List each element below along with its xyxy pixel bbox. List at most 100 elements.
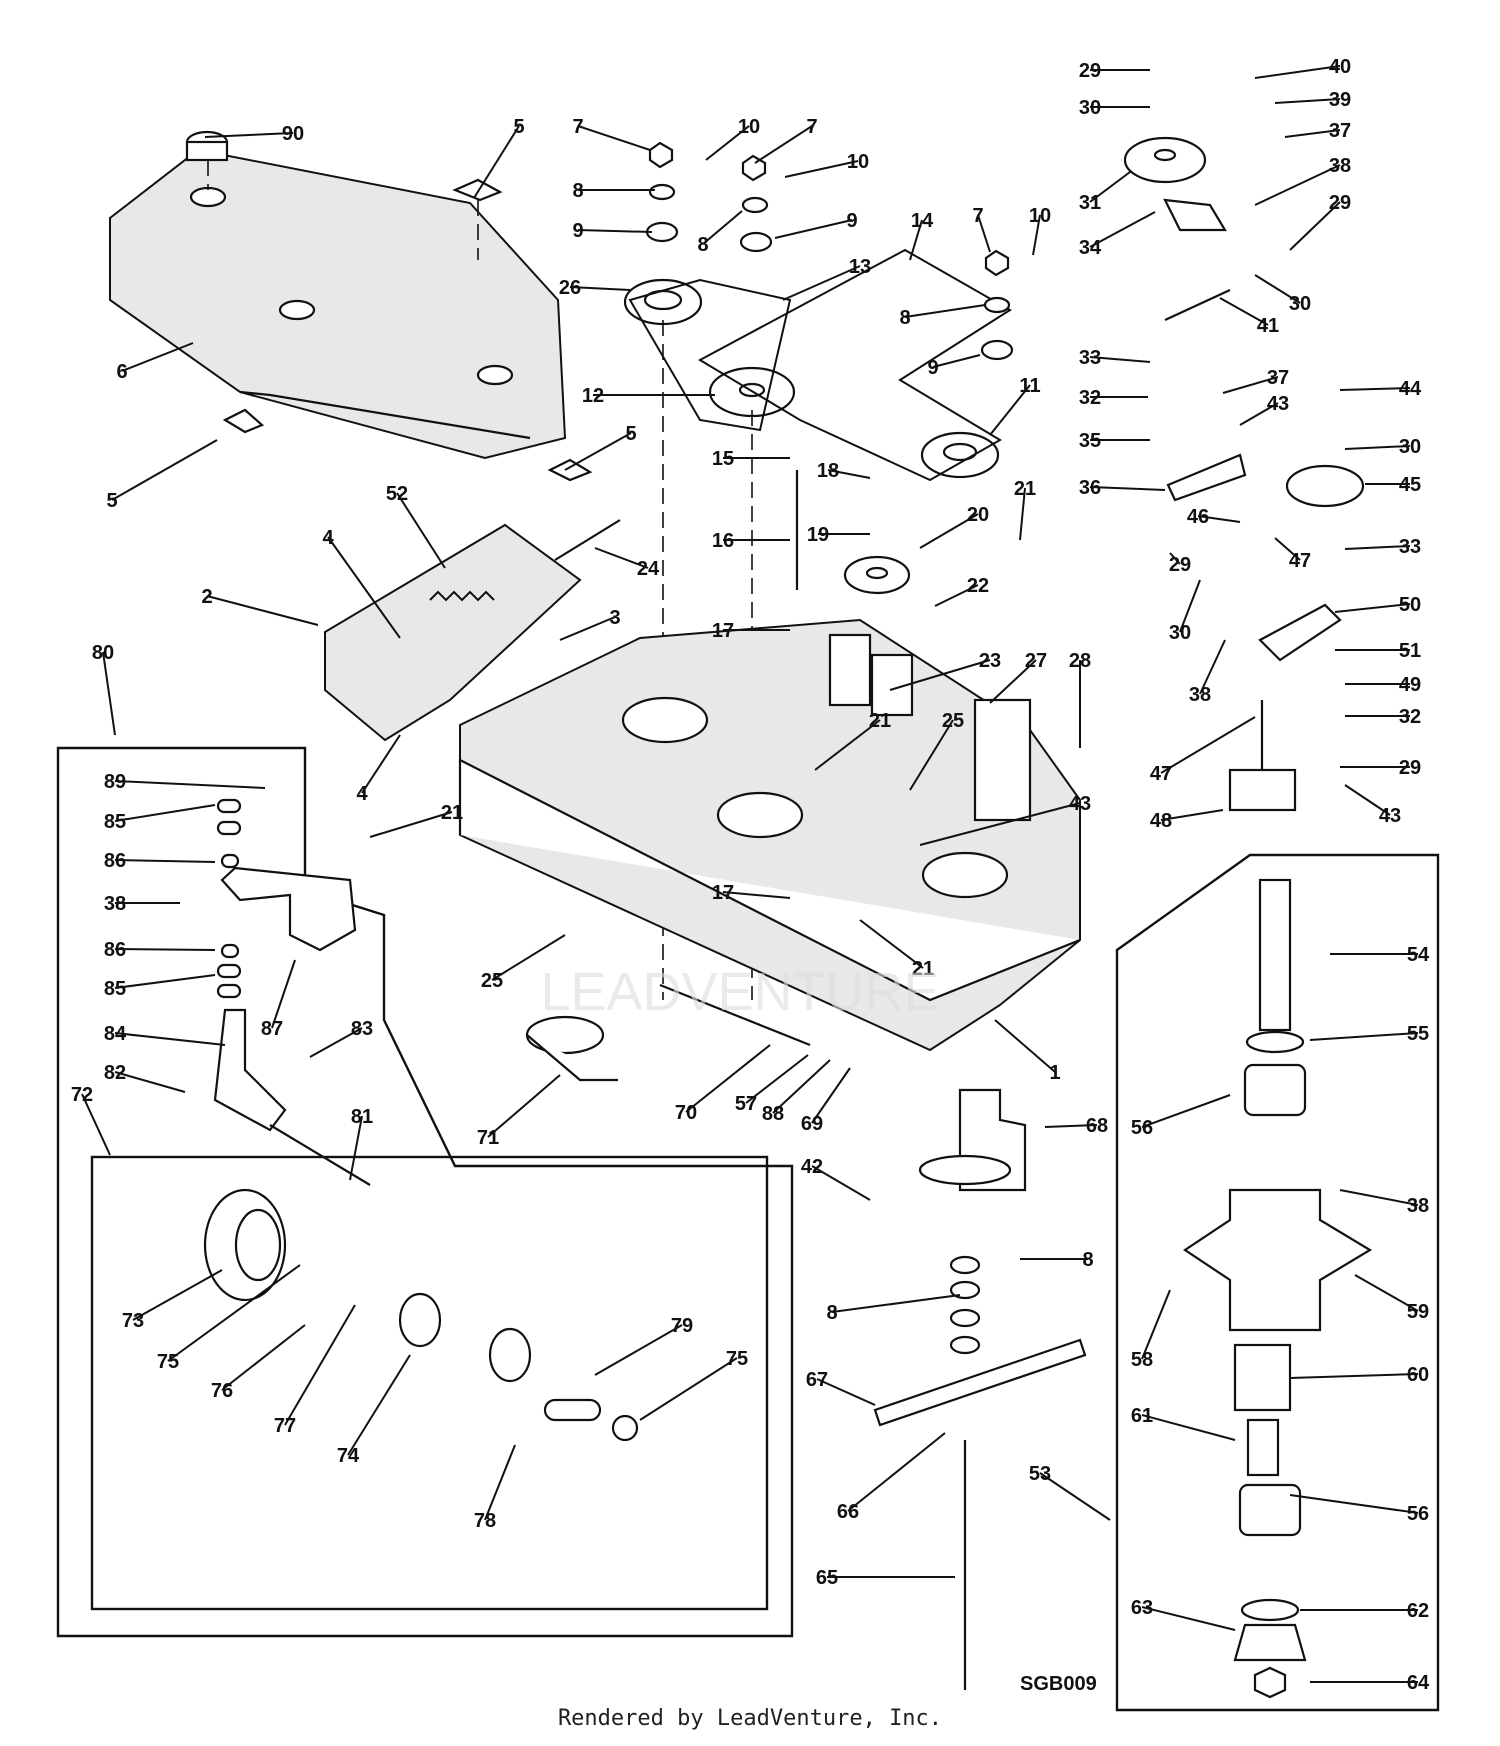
callout-leader-86 xyxy=(114,859,216,863)
callout-leader-30 xyxy=(1179,579,1201,633)
callout-label-29: 29 xyxy=(1329,192,1351,214)
callout-leader-10 xyxy=(784,160,859,178)
callout-label-4: 4 xyxy=(322,527,334,549)
callout-leader-38 xyxy=(1199,639,1226,695)
callout-label-5: 5 xyxy=(106,490,117,512)
callout-label-31: 31 xyxy=(1079,192,1101,214)
callout-label-33: 33 xyxy=(1399,536,1421,558)
callout-leader-33 xyxy=(1344,545,1411,550)
callout-label-34: 34 xyxy=(1079,237,1102,259)
callout-leader-77 xyxy=(284,1304,356,1426)
callout-leader-39 xyxy=(1274,98,1341,104)
callout-label-67: 67 xyxy=(806,1369,828,1391)
callout-label-46: 46 xyxy=(1187,506,1209,528)
callout-leader-29 xyxy=(1289,201,1341,251)
callout-label-21: 21 xyxy=(441,802,463,824)
callout-label-58: 58 xyxy=(1131,1349,1153,1371)
callout-leader-53 xyxy=(1039,1472,1111,1521)
assembly-80-outline xyxy=(56,746,794,1638)
callout-label-43: 43 xyxy=(1267,393,1289,415)
callout-label-18: 18 xyxy=(817,460,839,482)
callout-label-2: 2 xyxy=(201,586,212,608)
callout-label-7: 7 xyxy=(572,116,583,138)
callout-label-8: 8 xyxy=(899,307,910,329)
callout-label-17: 17 xyxy=(712,882,734,904)
callout-label-74: 74 xyxy=(337,1445,360,1467)
wing-knob xyxy=(452,178,503,202)
caster-fork-84 xyxy=(213,1008,287,1132)
callout-leader-33 xyxy=(1089,356,1151,363)
callout-leader-8 xyxy=(831,1294,961,1313)
callout-leader-60 xyxy=(1289,1373,1419,1379)
seal-62 xyxy=(1240,1598,1300,1622)
callout-leader-75 xyxy=(639,1357,738,1421)
callout-leader-87 xyxy=(271,959,296,1029)
callout-leader-8 xyxy=(702,210,743,245)
callout-label-21: 21 xyxy=(912,958,934,980)
callout-label-83: 83 xyxy=(351,1018,373,1040)
callout-label-12: 12 xyxy=(582,385,604,407)
callout-label-64: 64 xyxy=(1407,1672,1430,1694)
callout-leader-25 xyxy=(909,719,954,791)
callout-leader-42 xyxy=(811,1165,871,1201)
watermark: LEADVENTURE xyxy=(540,962,939,1022)
callout-label-89: 89 xyxy=(104,771,126,793)
spindle-shaft-54 xyxy=(1258,878,1292,1032)
idler-bracket xyxy=(828,633,872,707)
callout-leader-36 xyxy=(1089,486,1166,491)
bearing-56 xyxy=(1243,1063,1307,1117)
callout-label-30: 30 xyxy=(1079,97,1101,119)
callout-label-56: 56 xyxy=(1131,1117,1153,1139)
callout-leader-82 xyxy=(114,1071,186,1093)
callout-label-30: 30 xyxy=(1289,293,1311,315)
callout-label-10: 10 xyxy=(847,151,869,173)
callout-label-11: 11 xyxy=(1019,375,1040,397)
bearing-56-lower xyxy=(1238,1483,1302,1537)
bolt-24 xyxy=(554,519,621,561)
callout-label-3: 3 xyxy=(609,607,620,629)
mount-plate-48 xyxy=(1228,768,1297,812)
callout-label-65: 65 xyxy=(816,1567,838,1589)
callout-label-37: 37 xyxy=(1267,367,1289,389)
callout-leader-10 xyxy=(1032,214,1041,256)
callout-leader-84 xyxy=(114,1032,226,1046)
callout-label-38: 38 xyxy=(1407,1195,1429,1217)
callout-leader-27 xyxy=(989,659,1037,704)
axle-70 xyxy=(659,983,811,1047)
callout-label-88: 88 xyxy=(762,1103,784,1125)
deck-spindle-hole xyxy=(921,851,1009,899)
callout-label-27: 27 xyxy=(1025,650,1047,672)
callout-label-7: 7 xyxy=(972,205,983,227)
callout-leader-9 xyxy=(577,229,653,233)
callout-label-60: 60 xyxy=(1407,1364,1429,1386)
callout-leader-72 xyxy=(81,1093,111,1156)
callout-leader-85 xyxy=(114,974,216,989)
callout-label-5: 5 xyxy=(513,116,524,138)
callout-label-75: 75 xyxy=(726,1348,748,1370)
spring-52 xyxy=(429,590,495,602)
callout-label-17: 17 xyxy=(712,620,734,642)
callout-label-61: 61 xyxy=(1131,1405,1153,1427)
callout-leader-88 xyxy=(772,1059,831,1114)
callout-label-21: 21 xyxy=(1014,478,1036,500)
callout-leader-2 xyxy=(206,595,319,626)
callout-leader-70 xyxy=(685,1044,771,1113)
bracket-36 xyxy=(1166,453,1247,502)
callout-leader-81 xyxy=(349,1115,363,1181)
callout-leader-9 xyxy=(774,219,853,239)
callout-label-8: 8 xyxy=(572,180,583,202)
callout-leader-4 xyxy=(361,734,401,794)
callout-label-86: 86 xyxy=(104,850,126,872)
axle-81 xyxy=(269,1124,371,1186)
spacer-61 xyxy=(1246,1418,1280,1477)
callout-label-63: 63 xyxy=(1131,1597,1153,1619)
callout-leader-30 xyxy=(1254,274,1301,304)
callout-leader-85 xyxy=(114,804,216,822)
callout-label-59: 59 xyxy=(1407,1301,1429,1323)
callout-label-14: 14 xyxy=(911,210,934,232)
hub-63 xyxy=(1233,1623,1307,1662)
callout-leader-24 xyxy=(594,547,649,569)
callout-label-38: 38 xyxy=(1329,155,1351,177)
callout-leader-71 xyxy=(487,1074,561,1138)
callout-label-47: 47 xyxy=(1150,763,1172,785)
